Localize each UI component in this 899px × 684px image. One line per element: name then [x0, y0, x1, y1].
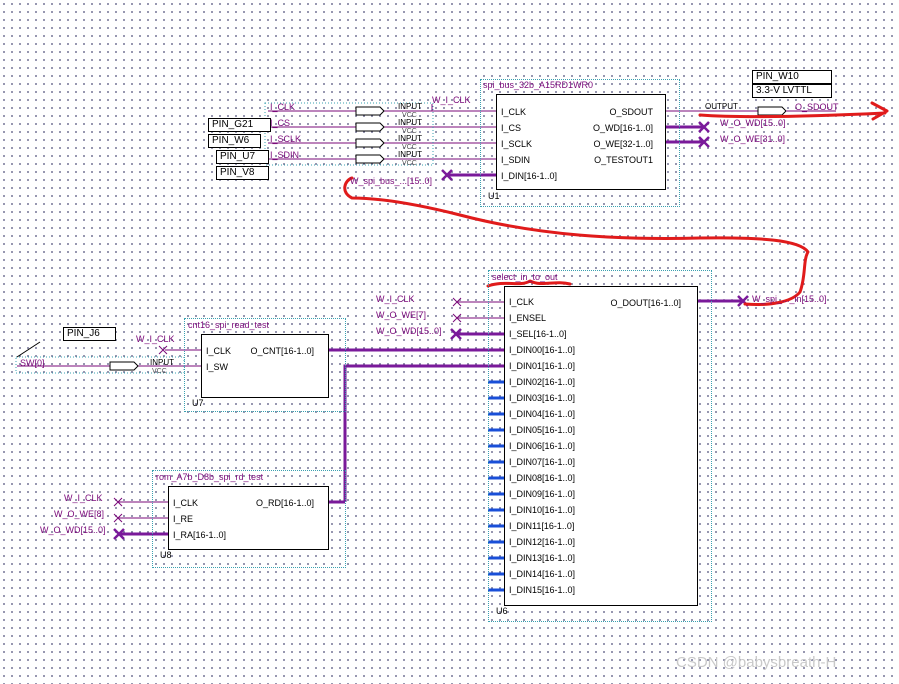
- net-label-w-spi-in: W_spi_..._in[15..0]: [752, 294, 827, 304]
- u7-port-o-cnt: O_CNT[16-1..0]: [250, 346, 314, 356]
- net-label-w-spi-bus: W_spi_bus_...[15..0]: [350, 176, 433, 186]
- u6-port-i-din10: I_DIN10[16-1..0]: [509, 505, 576, 515]
- u6-port-i-din09: I_DIN09[16-1..0]: [509, 489, 576, 499]
- u6-port-i-din12: I_DIN12[16-1..0]: [509, 537, 576, 547]
- net-label-w-i-clk: W_I_CLK: [136, 334, 175, 344]
- input-pin-sw0[interactable]: SW[0]: [20, 358, 45, 368]
- u1-title: spi_bus_32b_A15RD1WR0: [483, 80, 594, 90]
- net-label-w-o-we8: W_O_WE[8]: [54, 509, 105, 519]
- u1-port-o-wd: O_WD[16-1..0]: [592, 123, 653, 133]
- u6-port-i-din00: I_DIN00[16-1..0]: [509, 345, 576, 355]
- vcc-tag: VCC: [152, 368, 167, 375]
- pin-g21-label: PIN_G21: [208, 118, 271, 132]
- output-pin-o-sdout[interactable]: O_SDOUT: [795, 102, 839, 112]
- input-pin-i-clk[interactable]: I_CLK: [270, 102, 296, 112]
- u6-title: select_in_to_out: [492, 272, 558, 282]
- u6-port-i-din01: I_DIN01[16-1..0]: [509, 361, 576, 371]
- net-label-w-o-we7: W_O_WE[7]: [376, 310, 427, 320]
- vcc-tag: VCC: [402, 160, 417, 167]
- input-pin-i-sclk[interactable]: I_SCLK: [270, 134, 302, 144]
- u7-block[interactable]: I_CLK I_SW O_CNT[16-1..0]: [201, 334, 329, 398]
- u6-port-o-dout: O_DOUT[16-1..0]: [610, 298, 681, 308]
- u6-port-i-din13: I_DIN13[16-1..0]: [509, 553, 576, 563]
- u6-port-i-din11: I_DIN11[16-1..0]: [509, 521, 575, 531]
- u6-port-i-din03: I_DIN03[16-1..0]: [509, 393, 576, 403]
- u8-title: rom_A7b_D8b_spi_rd_test: [156, 472, 264, 482]
- u1-port-i-din: I_DIN[16-1..0]: [501, 171, 558, 181]
- vcc-tag: VCC: [402, 112, 417, 119]
- u7-instance-label: U7: [192, 398, 204, 408]
- u6-port-i-din14: I_DIN14[16-1..0]: [509, 569, 576, 579]
- u7-port-i-sw: I_SW: [206, 362, 229, 372]
- net-label-w-i-clk: W_I_CLK: [376, 294, 415, 304]
- input-tag: INPUT: [398, 102, 422, 111]
- input-tag: INPUT: [398, 118, 422, 127]
- u8-port-i-clk: I_CLK: [173, 498, 199, 508]
- input-tag: INPUT: [398, 134, 422, 143]
- u1-port-i-sclk: I_SCLK: [501, 139, 533, 149]
- u1-block[interactable]: I_CLK I_CS I_SCLK I_SDIN I_DIN[16-1..0] …: [496, 94, 666, 190]
- output-tag: OUTPUT: [705, 102, 738, 111]
- u8-block[interactable]: I_CLK I_RE I_RA[16-1..0] O_RD[16-1..0]: [168, 486, 329, 550]
- u6-port-i-din04: I_DIN04[16-1..0]: [509, 409, 576, 419]
- input-tag: INPUT: [150, 358, 174, 367]
- input-tag: INPUT: [398, 150, 422, 159]
- pin-v8-label: PIN_V8: [216, 166, 269, 180]
- u1-instance-label: U1: [488, 191, 500, 201]
- u6-port-i-din07: I_DIN07[16-1..0]: [509, 457, 576, 467]
- u1-port-o-testout1: O_TESTOUT1: [594, 155, 653, 165]
- u6-block[interactable]: O_DOUT[16-1..0]: [504, 286, 698, 606]
- u6-frame: [488, 270, 712, 622]
- pin-j6-label: PIN_J6: [63, 327, 116, 341]
- watermark: CSDN @babysbreath-H: [676, 654, 837, 671]
- u8-frame: [152, 470, 346, 568]
- net-label-w-i-clk: W_I_CLK: [432, 95, 471, 105]
- net-label-w-o-wd: W_O_WD[15..0]: [40, 525, 106, 535]
- u6-port-i-clk: I_CLK: [509, 297, 535, 307]
- u1-port-o-we: O_WE[32-1..0]: [593, 139, 653, 149]
- u1-port-o-sdout: O_SDOUT: [609, 107, 653, 117]
- u8-port-o-rd: O_RD[16-1..0]: [255, 498, 314, 508]
- u8-port-i-re: I_RE: [173, 514, 194, 524]
- pin-w6-label: PIN_W6: [208, 134, 261, 148]
- u7-port-i-clk: I_CLK: [206, 346, 232, 356]
- u1-frame: [480, 79, 680, 207]
- u6-port-i-din08: I_DIN08[16-1..0]: [509, 473, 576, 483]
- input-pin-i-sdin[interactable]: I_SDIN: [270, 150, 300, 160]
- net-label-w-o-we: W_O_WE[31..0]: [720, 134, 786, 144]
- pin-u7-label: PIN_U7: [216, 150, 269, 164]
- io-standard-label: 3.3-V LVTTL: [752, 84, 832, 98]
- pin-w10-label: PIN_W10: [752, 70, 832, 84]
- u1-port-i-clk: I_CLK: [501, 107, 527, 117]
- u8-port-i-ra: I_RA[16-1..0]: [173, 530, 227, 540]
- vcc-tag: VCC: [402, 128, 417, 135]
- u6-port-i-din15: I_DIN15[16-1..0]: [509, 585, 576, 595]
- u7-title: cnt16_spi_read_test: [188, 320, 270, 330]
- vcc-tag: VCC: [402, 144, 417, 151]
- net-label-w-o-wd: W_O_WD[15..0]: [720, 118, 786, 128]
- u6-port-i-din06: I_DIN06[16-1..0]: [509, 441, 576, 451]
- u8-instance-label: U8: [160, 550, 172, 560]
- u6-port-i-din02: I_DIN02[16-1..0]: [509, 377, 576, 387]
- input-pin-i-cs[interactable]: I_CS: [270, 118, 291, 128]
- net-label-w-o-wd: W_O_WD[15..0]: [376, 326, 442, 336]
- u6-port-i-ensel: I_ENSEL: [509, 313, 547, 323]
- net-label-w-i-clk: W_I_CLK: [64, 493, 103, 503]
- u1-port-i-sdin: I_SDIN: [501, 155, 531, 165]
- u6-instance-label: U6: [496, 606, 508, 616]
- u7-frame: [184, 318, 346, 412]
- u6-port-i-din05: I_DIN05[16-1..0]: [509, 425, 576, 435]
- u1-port-i-cs: I_CS: [501, 123, 522, 133]
- u6-port-i-sel: I_SEL[16-1..0]: [509, 329, 567, 339]
